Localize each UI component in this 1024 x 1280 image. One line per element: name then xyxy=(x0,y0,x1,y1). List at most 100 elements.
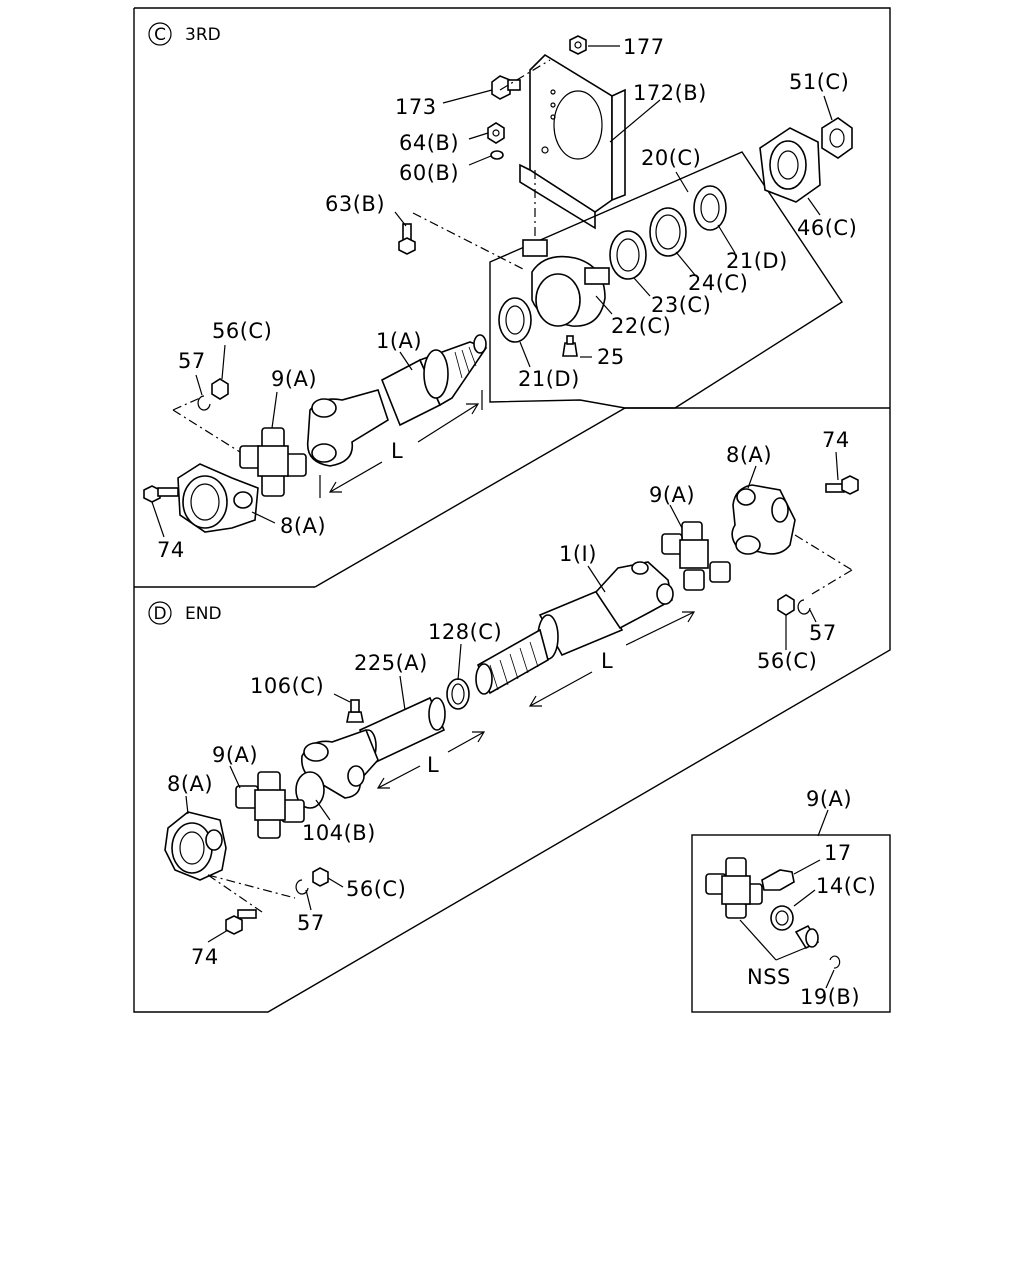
label-57-d-bottom: 57 xyxy=(297,911,325,935)
label-21-lower: 21(D) xyxy=(518,367,580,391)
inset-leaders xyxy=(739,809,835,989)
bearing-23 xyxy=(609,230,647,280)
section-d-labels: 8(A) 74 9(A) 1(I) 128(C) 225(A) 106(C) L… xyxy=(167,428,850,969)
label-l-d-bottom: L xyxy=(427,753,439,777)
label-1i: 1(I) xyxy=(559,542,597,566)
washer-57-section-c xyxy=(197,395,211,411)
shaft-1a-section-c xyxy=(380,334,488,427)
flange-yoke-8a-section-d-top xyxy=(731,484,796,555)
label-104: 104(B) xyxy=(302,821,376,845)
inset-seal-14 xyxy=(770,905,794,931)
dimension-l-section-c xyxy=(319,390,483,498)
label-56-d-bottom: 56(C) xyxy=(346,877,406,901)
section-c-leaders xyxy=(151,45,833,538)
section-c-letter: C xyxy=(154,25,166,45)
shaft-1i xyxy=(537,561,674,660)
bolt-74-section-d-bottom xyxy=(225,909,257,935)
label-63: 63(B) xyxy=(325,192,385,216)
label-172: 172(B) xyxy=(633,81,707,105)
ring-128 xyxy=(446,678,470,710)
label-9a-d-left: 9(A) xyxy=(212,743,258,767)
bolt-74-section-c xyxy=(143,485,179,503)
inset-snap-ring-19 xyxy=(829,955,841,969)
flange-46 xyxy=(759,127,821,203)
label-9a-d-top: 9(A) xyxy=(649,483,695,507)
inset-spider xyxy=(705,857,763,919)
bolt-63 xyxy=(398,223,416,255)
label-8a-d-left: 8(A) xyxy=(167,772,213,796)
bearing-bracket-172 xyxy=(519,53,626,230)
label-inset-nss: NSS xyxy=(747,965,791,989)
label-25: 25 xyxy=(597,345,625,369)
seal-21-lower xyxy=(498,297,532,343)
label-22: 22(C) xyxy=(611,314,671,338)
grease-fitting-25 xyxy=(562,335,578,357)
section-c-header: C 3RD xyxy=(148,22,221,46)
label-21-upper: 21(D) xyxy=(726,249,788,273)
nut-64 xyxy=(487,122,505,144)
seal-21-upper xyxy=(693,185,727,231)
universal-joint-9a-section-c xyxy=(239,427,307,497)
label-51: 51(C) xyxy=(789,70,849,94)
dimension-l-section-d xyxy=(376,611,696,789)
label-l-c: L xyxy=(391,439,403,463)
nut-56-section-d-top xyxy=(777,594,795,616)
bolt-74-section-d-top xyxy=(825,475,859,495)
plug-104 xyxy=(295,771,325,809)
label-8a-c: 8(A) xyxy=(280,514,326,538)
universal-joint-9a-section-d-left xyxy=(235,771,305,839)
label-128: 128(C) xyxy=(428,620,502,644)
label-56-d-top: 56(C) xyxy=(757,649,817,673)
label-177: 177 xyxy=(623,35,665,59)
section-d-title: END xyxy=(185,604,222,624)
section-d-circle xyxy=(148,601,172,625)
label-57-c: 57 xyxy=(178,349,206,373)
bearing-housing-22 xyxy=(522,239,610,327)
label-60: 60(B) xyxy=(399,161,459,185)
label-24: 24(C) xyxy=(688,271,748,295)
label-74-d-bottom: 74 xyxy=(191,945,219,969)
cup-24 xyxy=(649,207,687,257)
label-57-d-top: 57 xyxy=(809,621,837,645)
flange-yoke-8a-section-d-left xyxy=(164,811,227,881)
label-inset-19: 19(B) xyxy=(800,985,860,1009)
washer-57-section-d-top xyxy=(797,599,811,615)
label-20: 20(C) xyxy=(641,146,701,170)
flange-yoke-8a-section-c xyxy=(177,463,259,533)
inset-fitting-17 xyxy=(761,869,795,891)
label-64: 64(B) xyxy=(399,131,459,155)
label-9a-c: 9(A) xyxy=(271,367,317,391)
bolt-173 xyxy=(491,75,521,100)
label-46: 46(C) xyxy=(797,216,857,240)
universal-joint-9a-section-d-top xyxy=(661,521,731,591)
label-56-c: 56(C) xyxy=(212,319,272,343)
section-d-letter: D xyxy=(153,604,166,624)
grease-fitting-106 xyxy=(346,699,364,723)
nut-56-section-d-bottom xyxy=(312,867,329,887)
section-c-title: 3RD xyxy=(185,25,221,45)
label-8a-d-top: 8(A) xyxy=(726,443,772,467)
nut-177 xyxy=(569,35,587,55)
label-106: 106(C) xyxy=(250,674,324,698)
label-inset-17: 17 xyxy=(824,841,852,865)
nut-56-section-c xyxy=(211,378,229,400)
universal-joint-inset-frame xyxy=(691,834,891,1013)
washer-60 xyxy=(490,150,504,160)
label-23: 23(C) xyxy=(651,293,711,317)
label-225: 225(A) xyxy=(354,651,428,675)
label-74-d-top: 74 xyxy=(822,428,850,452)
label-inset-9a: 9(A) xyxy=(806,787,852,811)
splined-shaft xyxy=(475,628,549,695)
nut-51 xyxy=(821,117,853,159)
section-d-header: D END xyxy=(148,601,222,625)
label-1a: 1(A) xyxy=(376,329,422,353)
section-c-circle xyxy=(148,22,172,46)
inset-labels: 9(A) 17 14(C) NSS 19(B) xyxy=(747,787,876,1009)
section-c-labels: 177 173 172(B) 64(B) 60(B) 63(B) 20(C) 5… xyxy=(157,35,857,562)
label-inset-14: 14(C) xyxy=(816,874,876,898)
label-l-d-top: L xyxy=(601,649,613,673)
yoke-section-c xyxy=(306,389,389,467)
inset-bearing-cup xyxy=(794,924,820,950)
label-74-c: 74 xyxy=(157,538,185,562)
